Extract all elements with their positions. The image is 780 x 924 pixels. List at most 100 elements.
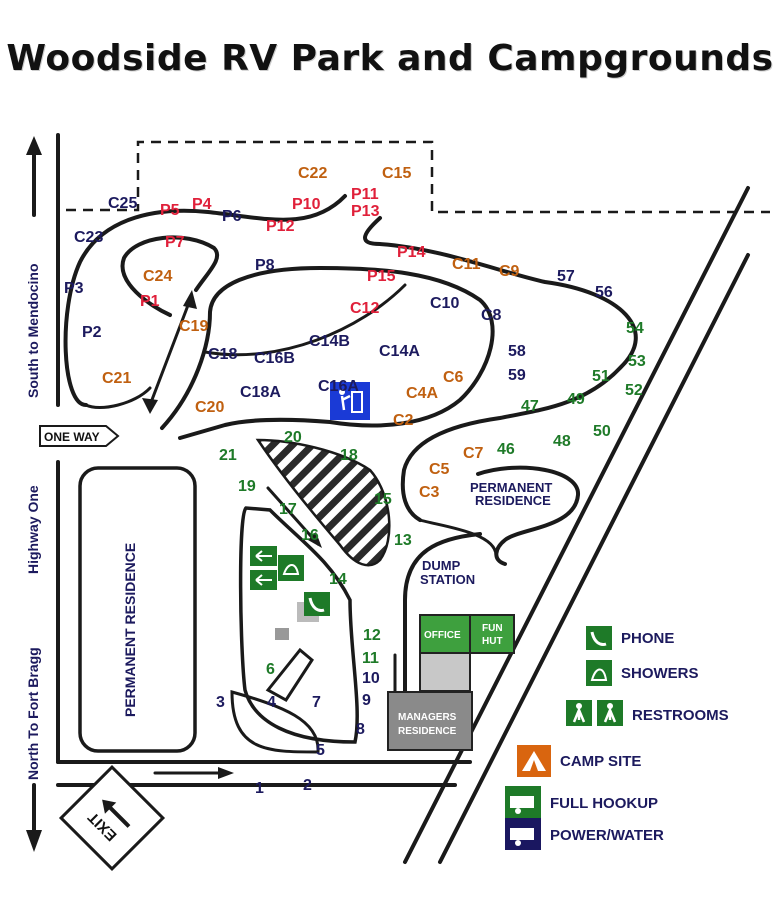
site-label-53: 53 xyxy=(628,353,646,370)
property-boundary xyxy=(66,140,770,214)
site-label-18: 18 xyxy=(340,447,358,464)
site-label-p13: P13 xyxy=(351,203,380,220)
phone-mark xyxy=(308,597,325,612)
label-managers: MANAGERS xyxy=(398,712,457,723)
site-label-10: 10 xyxy=(362,670,380,687)
legend-camp-site: CAMP SITE xyxy=(560,753,641,770)
site-label-p10: P10 xyxy=(292,196,321,213)
site-label-4: 4 xyxy=(267,694,276,711)
site-label-c25: C25 xyxy=(108,195,137,212)
office-annex xyxy=(419,652,471,692)
site-label-c2: C2 xyxy=(393,412,414,429)
site-label-7: 7 xyxy=(312,694,321,711)
hatched-area xyxy=(255,438,391,567)
road-perm-right-link xyxy=(418,518,498,557)
site-label-c22: C22 xyxy=(298,165,327,182)
road-perm-right xyxy=(476,465,580,566)
site-label-c16a: C16A xyxy=(318,378,359,395)
label-office: OFFICE xyxy=(424,630,461,641)
site-label-c18: C18 xyxy=(208,346,237,363)
shower-icon xyxy=(278,555,304,581)
site-label-49: 49 xyxy=(567,391,585,408)
site-label-c7: C7 xyxy=(463,445,484,462)
restroom-arrow-mark-2 xyxy=(255,574,272,586)
site-label-47: 47 xyxy=(521,398,539,415)
site-label-c24: C24 xyxy=(143,268,172,285)
shower-mark xyxy=(282,564,300,575)
site-label-8: 8 xyxy=(356,721,365,738)
trash-icon xyxy=(330,382,370,420)
site-label-46: 46 xyxy=(497,441,515,458)
arrow-diagonal xyxy=(148,298,192,407)
site-label-p8: P8 xyxy=(255,257,275,274)
arrow-south-head xyxy=(26,136,42,155)
center-plot xyxy=(238,506,359,744)
road-central-divider xyxy=(203,283,407,357)
site-label-p12: P12 xyxy=(266,218,295,235)
site-label-56: 56 xyxy=(595,284,613,301)
label-dump-2: STATION xyxy=(420,572,475,587)
site-label-c15: C15 xyxy=(382,165,411,182)
arrow-diagonal-head-down xyxy=(142,398,158,414)
arrow-north-head xyxy=(26,830,42,852)
label-perm-residence-left: PERMANENT RESIDENCE xyxy=(122,543,138,717)
site-label-6: 6 xyxy=(266,661,275,678)
site-label-p4: P4 xyxy=(192,196,212,213)
fun-hut-building xyxy=(469,614,515,654)
site-label-21: 21 xyxy=(219,447,237,464)
site-label-c23: C23 xyxy=(74,229,103,246)
center-plot-strip xyxy=(265,647,314,702)
label-perm-right-2: RESIDENCE xyxy=(475,493,551,508)
site-label-20: 20 xyxy=(284,429,302,446)
label-perm-right-1: PERMANENT xyxy=(470,480,552,495)
legend-phone-icon xyxy=(586,626,612,650)
map-title: Woodside RV Park and Campgrounds xyxy=(6,38,774,79)
site-label-1: 1 xyxy=(255,780,264,797)
small-shed xyxy=(275,628,289,640)
site-label-c9: C9 xyxy=(499,263,520,280)
site-label-54: 54 xyxy=(626,320,644,337)
trash-figure-body xyxy=(340,394,351,411)
label-residence: RESIDENCE xyxy=(398,726,457,737)
road-dump xyxy=(403,532,482,702)
site-label-19: 19 xyxy=(238,478,256,495)
site-label-p5: P5 xyxy=(160,202,180,219)
legend-shower-icon xyxy=(586,660,612,686)
one-way-text: ONE WAY xyxy=(44,430,100,444)
site-label-c4a: C4A xyxy=(406,385,438,402)
site-label-p7: P7 xyxy=(165,234,185,251)
site-label-16: 16 xyxy=(301,527,319,544)
restroom-arrow-mark xyxy=(255,550,272,562)
arrow-site-16-head xyxy=(308,532,322,548)
road-loop-central xyxy=(160,266,495,440)
exit-sign: EXIT xyxy=(58,764,166,872)
site-label-c5: C5 xyxy=(429,461,450,478)
legend-power-water: POWER/WATER xyxy=(550,827,664,844)
legend-full-hookup: FULL HOOKUP xyxy=(550,795,658,812)
site-label-p3: P3 xyxy=(64,280,84,297)
site-label-p11: P11 xyxy=(351,186,379,203)
site-label-p2: P2 xyxy=(82,324,102,341)
site-label-2: 2 xyxy=(303,777,312,794)
site-label-5: 5 xyxy=(316,742,325,759)
site-label-c3: C3 xyxy=(419,484,440,501)
site-label-50: 50 xyxy=(593,423,611,440)
road-loop-inner xyxy=(120,235,220,317)
site-label-59: 59 xyxy=(508,367,526,384)
site-label-51: 51 xyxy=(592,368,610,385)
road-loop-west xyxy=(63,194,347,407)
label-south-mendocino: South to Mendocino xyxy=(25,263,41,398)
site-label-15: 15 xyxy=(374,491,392,508)
legend-showers: SHOWERS xyxy=(621,665,699,682)
site-label-52: 52 xyxy=(625,382,643,399)
site-label-c14b: C14B xyxy=(309,333,350,350)
site-label-14: 14 xyxy=(329,571,347,588)
legend-phone: PHONE xyxy=(621,630,674,647)
center-plot-south xyxy=(230,690,320,754)
site-label-c18a: C18A xyxy=(240,384,281,401)
trash-figure-head xyxy=(339,389,345,395)
site-label-c6: C6 xyxy=(443,369,464,386)
site-label-57: 57 xyxy=(557,268,575,285)
site-label-c14a: C14A xyxy=(379,343,420,360)
